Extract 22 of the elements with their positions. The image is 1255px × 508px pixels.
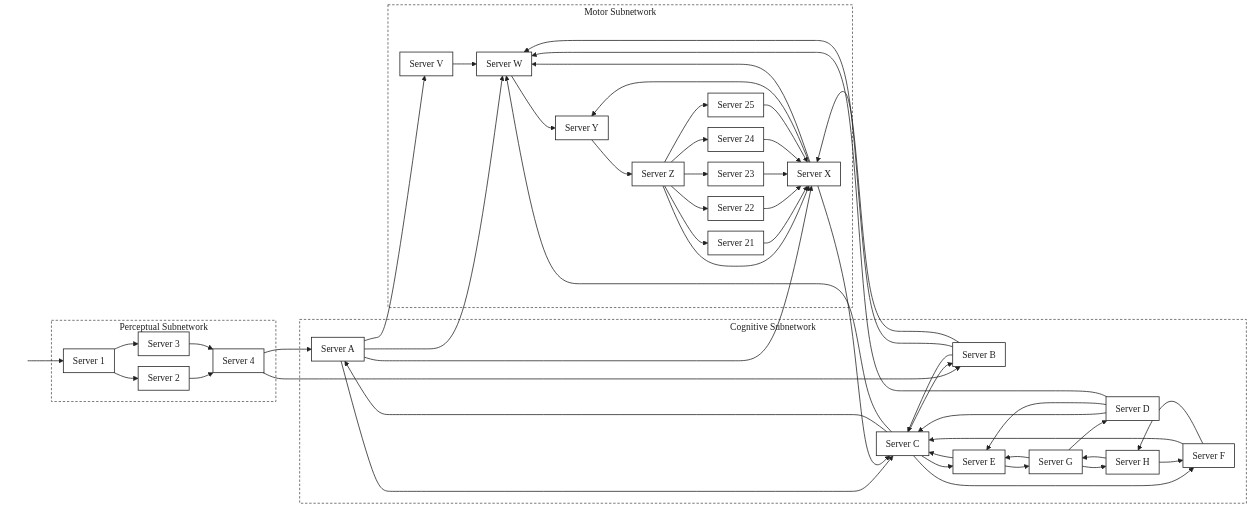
node-box: Server X bbox=[787, 161, 841, 187]
node-box: Server B bbox=[952, 342, 1006, 367]
node-box: Server Z bbox=[631, 161, 685, 187]
node-box: Server 24 bbox=[707, 127, 765, 152]
node-box: Server G bbox=[1028, 449, 1083, 475]
node-box: Server V bbox=[399, 51, 454, 77]
node-box: Server 4 bbox=[212, 348, 265, 374]
node-box: Server D bbox=[1105, 396, 1160, 421]
node-box: Server 22 bbox=[707, 196, 765, 221]
node-box: Server A bbox=[311, 336, 365, 362]
node-box: Server Y bbox=[555, 115, 609, 141]
node-box: Server 21 bbox=[707, 230, 765, 256]
node-box: Server H bbox=[1105, 449, 1160, 475]
node-box: Server 2 bbox=[137, 366, 190, 391]
node-box: Server 3 bbox=[137, 331, 190, 357]
node-box: Server C bbox=[875, 431, 930, 457]
node-box: Server 1 bbox=[62, 348, 115, 374]
node-box: Server E bbox=[952, 449, 1006, 475]
node-box: Server 23 bbox=[707, 161, 765, 187]
node-box: Server 25 bbox=[707, 92, 765, 118]
node-box: Server W bbox=[476, 51, 533, 77]
node-box: Server F bbox=[1182, 443, 1235, 468]
